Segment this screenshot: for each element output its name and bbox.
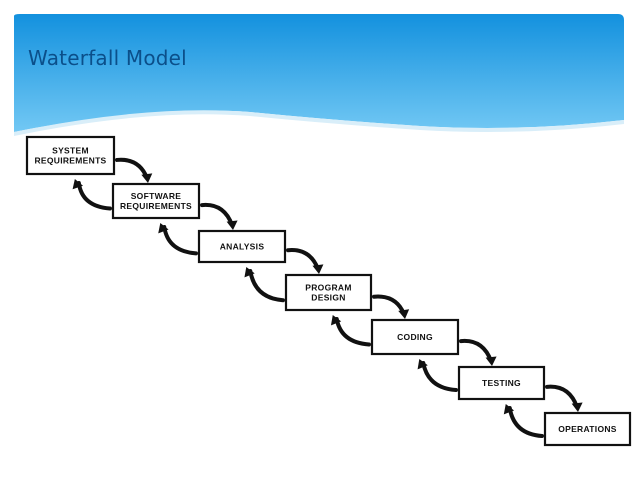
forward-arrowhead [226,220,238,230]
phase-box-testing: TESTING [457,365,546,401]
feedback-arrowhead [72,179,83,190]
phase-label: REQUIREMENTS [34,156,106,166]
slide-title: Waterfall Model [28,46,187,70]
feedback-arrowhead [330,315,342,326]
phase-box-coding: CODING [370,318,460,356]
feedback-arrow [334,317,371,347]
forward-arrowhead [312,264,324,274]
feedback-arrow [507,406,544,439]
forward-arrowhead [571,402,583,412]
phase-label: CODING [397,332,433,342]
phase-label: ANALYSIS [220,242,265,252]
feedback-arrowhead [417,359,428,370]
phase-label: DESIGN [311,293,345,303]
feedback-arrow [421,361,458,393]
phase-label: TESTING [482,378,521,388]
feedback-arrowhead [158,223,169,234]
feedback-arrow [248,269,285,303]
feedback-arrow [162,225,198,256]
phase-label: REQUIREMENTS [120,201,192,211]
header-banner [14,14,624,136]
phase-box-operations: OPERATIONS [543,411,632,447]
phase-label: SOFTWARE [131,191,182,201]
phase-label: PROGRAM [305,283,352,293]
feedback-arrowhead [503,404,515,415]
forward-arrowhead [398,309,410,319]
forward-arrowhead [141,173,153,183]
phase-label: OPERATIONS [558,424,617,434]
feedback-arrow [76,181,112,211]
feedback-arrowhead [244,267,255,278]
forward-arrowhead [485,356,497,366]
phase-label: SYSTEM [52,146,89,156]
phase-box-analysis: ANALYSIS [197,229,287,264]
